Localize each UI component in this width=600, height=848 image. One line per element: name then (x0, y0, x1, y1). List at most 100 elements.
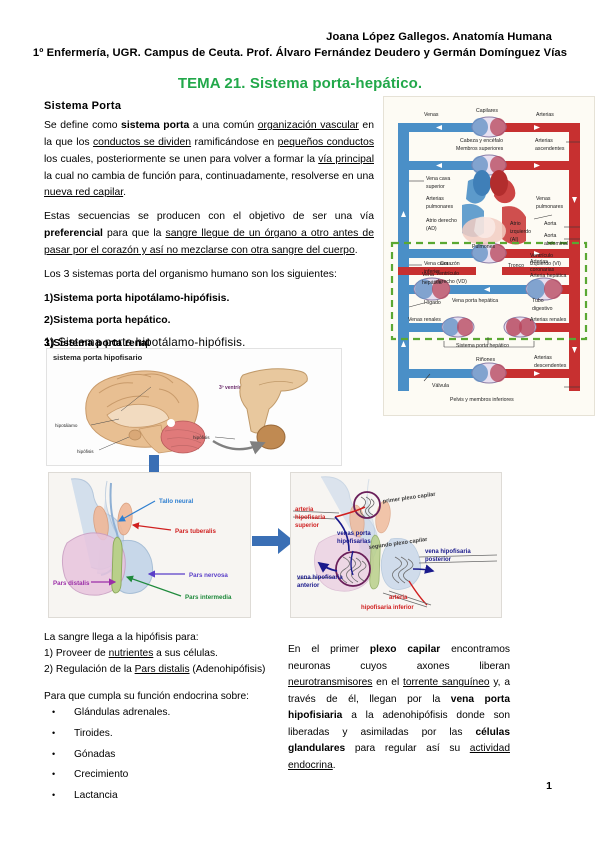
list-number: 3) (44, 338, 54, 350)
label-aorta: Aorta (544, 221, 557, 227)
text-run: encontramos neuronas cuyos axones libera… (288, 644, 510, 672)
text-underline: actividad endocrina (288, 743, 510, 771)
label-membros-sup: Membros superiores (456, 146, 504, 152)
label-tallo-neural: Tallo neural (159, 498, 194, 505)
page-number: 1 (546, 780, 552, 792)
brain-svg: hipotálamo hipófisis 3º ventrículo hipóf… (47, 349, 341, 465)
subsection-heading: 1) Sistema porta hipotálamo-hipófisis. (44, 336, 246, 349)
paragraph-2: Estas secuencias se producen con el obje… (44, 209, 374, 260)
label-vena-hip-post: vena hipofisaria (425, 549, 471, 555)
label-vcs: Vena cava (426, 176, 450, 182)
label-capilares: Capilares (476, 108, 498, 114)
svg-text:digestivo: digestivo (532, 306, 553, 312)
label-pars-nervosa: Pars nervosa (189, 572, 228, 579)
label-pars-intermedia: Pars intermedia (185, 594, 232, 601)
hypophysis-svg: Tallo neural Pars tuberalis Pars nervosa… (49, 473, 250, 617)
label-tronco: Tronco (508, 263, 524, 269)
page-title: TEMA 21. Sistema porta-hepático. (177, 75, 423, 93)
svg-text:pulmonares: pulmonares (426, 204, 454, 210)
label-venas-ren: Venas renales (408, 317, 441, 323)
svg-text:inferior: inferior (424, 269, 440, 275)
label-vci: Vena cava (424, 261, 448, 267)
svg-text:hipofisarias: hipofisarias (337, 539, 371, 545)
label-art-asc: Arterias (535, 138, 553, 144)
label-venas-pulm: Venas (536, 196, 551, 202)
primer-plexo-circle (353, 491, 381, 519)
circulation-svg: Venas Capilares Arterias Cabeza y encéfa… (384, 97, 594, 415)
text-run: 1) Proveer de (44, 648, 109, 660)
text-run: a la adenohipófisis donde son liberadas … (288, 710, 510, 738)
circulation-diagram: Venas Capilares Arterias Cabeza y encéfa… (383, 96, 595, 416)
text-run: Estas secuencias se producen con el obje… (44, 211, 374, 223)
svg-text:(AI): (AI) (510, 237, 519, 243)
label-corazon: Corazón (440, 261, 460, 267)
svg-text:posterior: posterior (425, 557, 452, 563)
text-run: . (354, 244, 358, 256)
brain-hypophysis-figure: sistema porta hipofisario hipotálamo hip… (46, 348, 342, 466)
text-underline: pequeños conductos (277, 136, 375, 148)
bullet-label: Tiroides. (74, 728, 113, 740)
label-valvula: Válvula (432, 383, 449, 389)
bullet-label: Glándulas adrenales. (74, 707, 171, 719)
bullet-label: Lactancia (74, 789, 118, 801)
text-bold: células glandulares (288, 726, 510, 755)
list-label: Sistema porta hepático. (53, 315, 171, 327)
svg-text:ascendentes: ascendentes (535, 146, 565, 152)
label-arterias: Arterias (536, 112, 554, 118)
svg-text:izquierdo: izquierdo (510, 229, 531, 235)
bullet-icon: • (52, 707, 56, 718)
author-line: Joana López Gallegos. Anatomía Humana (326, 31, 552, 43)
list-label: Sistema porta renal (53, 338, 150, 350)
svg-text:superior: superior (295, 523, 320, 529)
text-underline: organización vascular (257, 120, 359, 131)
label-vd: Ventrículo (436, 271, 459, 277)
list-item: 2)Sistema porta hepático. (44, 313, 374, 330)
right-arrow-icon (252, 528, 294, 554)
svg-text:derecho (VD): derecho (VD) (436, 279, 467, 285)
svg-text:hipofisaria: hipofisaria (295, 515, 326, 521)
text-run: para regular así su (345, 743, 470, 755)
text-run: a sus células. (153, 648, 218, 660)
label-art-desc: Arterias (534, 355, 552, 361)
text-underline: vía principal (318, 153, 374, 165)
label-hipotalamo: hipotálamo (55, 423, 78, 428)
highlight-box (390, 241, 588, 341)
svg-text:descendentes: descendentes (534, 363, 567, 369)
bullet-label: Crecimiento (74, 769, 129, 781)
label-art-pulm: Arterias (426, 196, 444, 202)
svg-text:anterior: anterior (297, 583, 320, 589)
label-art-hep: Arteria hepática (530, 273, 566, 279)
list-item: 3)Sistema porta renal (44, 336, 374, 353)
spacer (44, 678, 266, 689)
blood-item-1: 1) Proveer de nutrientes a sus células. (44, 646, 266, 662)
list-label: Sistema porta hipotálamo-hipófisis. (53, 292, 230, 304)
svg-text:(AD): (AD) (426, 226, 437, 232)
text-run: Se define como (44, 120, 122, 131)
list-item: 1)Sistema porta hipotálamo-hipófisis. (44, 291, 374, 308)
bottom-right-text: En el primer plexo capilar encontramos n… (288, 632, 510, 785)
text-bold: plexo capilar (369, 644, 441, 656)
svg-text:izquierdo (VI): izquierdo (VI) (530, 261, 561, 267)
text-run: en el (372, 677, 404, 689)
bullet-icon: • (52, 748, 56, 759)
text-run: y, a través de él, llegan por la (288, 677, 510, 705)
text-bold: vena porta hipofisiaria (288, 693, 510, 722)
svg-text:superior: superior (426, 184, 445, 190)
list-number: 1) (44, 292, 54, 304)
svg-text:hepática: hepática (422, 280, 442, 286)
label-vporta: Vena porta hepática (452, 298, 498, 304)
label-pulmones: Pulmones (472, 244, 495, 250)
course-line: 1º Enfermería, UGR. Campus de Ceuta. Pro… (32, 47, 568, 60)
label-pars-tuberalis: Pars tuberalis (175, 528, 216, 535)
list-item: •Gónadas (44, 747, 266, 763)
text-bold: sistema porta (121, 120, 190, 131)
paragraph-1: Se define como sistema porta a una común… (44, 118, 374, 202)
label-arteria-hip-sup: arteria (295, 507, 314, 513)
label-arteria-hip-inf: arteria (389, 595, 408, 601)
list-item: • Glándulas adrenales. (44, 705, 266, 721)
label-tubo: Tubo (532, 298, 544, 304)
label-hipofisis-2: hipófisis (193, 435, 210, 440)
text-underline: neurotransmisores (288, 677, 373, 689)
blood-item-2: 2) Regulación de la Pars distalis (Adeno… (44, 662, 266, 678)
